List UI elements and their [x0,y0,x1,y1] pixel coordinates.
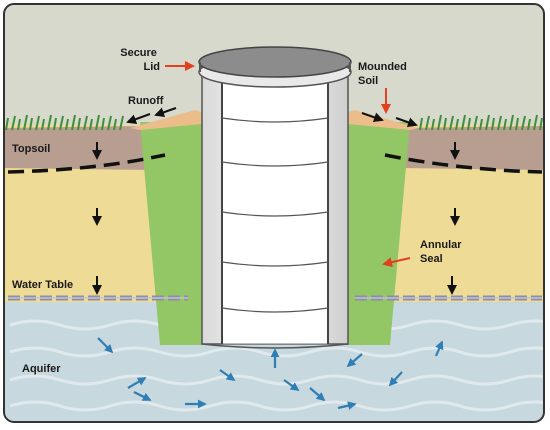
aquifer-label: Aquifer [22,363,61,375]
diagram-frame [3,3,545,423]
annular-seal [140,122,410,345]
topsoil-boundary-left [7,153,166,174]
well-lid [198,46,352,88]
topsoil-label: Topsoil [12,143,50,155]
topsoil-boundary-right [384,153,543,174]
runoff-arrow-left-1 [126,113,151,124]
infiltration-arrows [92,142,460,295]
well-casing [201,61,349,349]
water-table-label: Water Table [12,279,73,291]
runoff-arrow-left-2 [154,107,177,118]
grass-right [419,114,543,131]
runoff-label: Runoff [128,95,164,107]
groundwater-flow-arrows [97,337,444,410]
grass-left [5,114,124,131]
mounded-soil-label: Mounded Soil [358,61,410,87]
runoff-arrow-right-1 [361,112,384,123]
annular-seal-pointer-arrow [382,257,411,268]
secure-lid-label: Secure Lid [120,47,160,73]
runoff-arrow-right-2 [395,117,418,128]
mounded-soil-left [130,110,202,130]
annular-seal-label: Annular Seal [420,239,465,265]
